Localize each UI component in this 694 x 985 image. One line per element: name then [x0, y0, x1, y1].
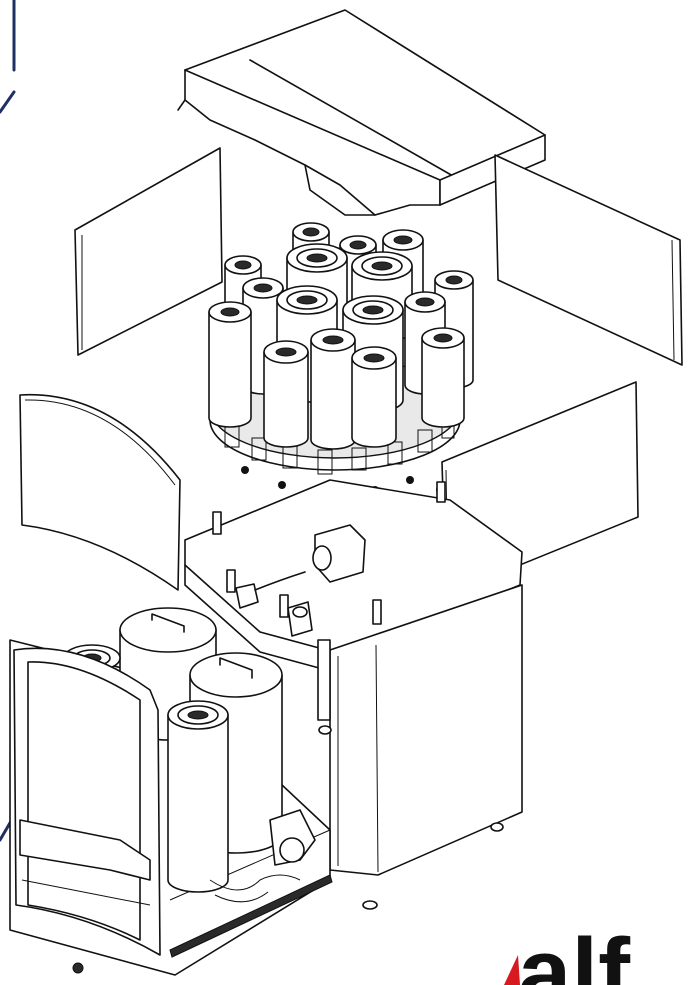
front-cabinet	[9, 607, 333, 976]
logo-text: alf	[518, 919, 631, 985]
side-panel-left-curved	[19, 393, 181, 591]
top-lid	[177, 9, 546, 216]
side-panel-back-right	[494, 154, 683, 366]
canister-carousel	[208, 222, 474, 497]
side-panel-back-left	[74, 147, 223, 356]
logo-accent-triangle	[504, 955, 520, 985]
base-canister-small-1	[167, 700, 229, 893]
canister-group-front	[208, 301, 465, 450]
callout-line-top-diagonal	[0, 90, 16, 114]
brand-logo: alf	[504, 919, 631, 985]
base-plate	[184, 479, 523, 676]
base-cabinet	[317, 584, 523, 910]
